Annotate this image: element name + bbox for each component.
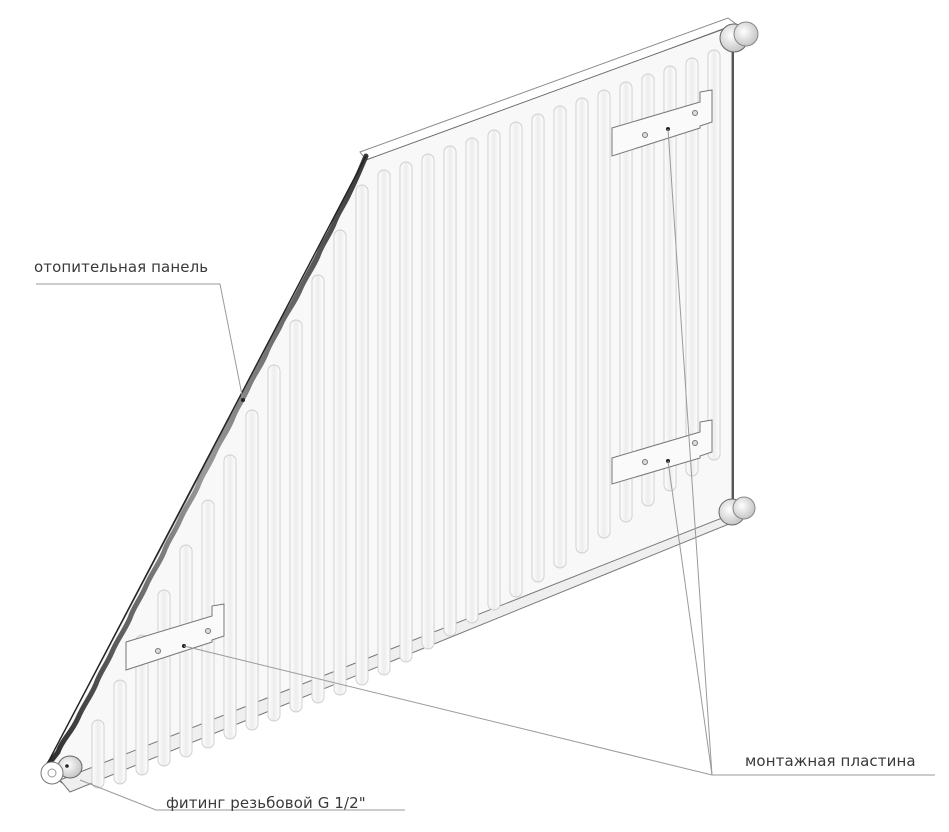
leader-mounting-plate-bottom xyxy=(183,645,713,776)
callout-heating-panel: отопительная панель xyxy=(34,258,209,276)
top-right-plug-icon xyxy=(719,21,759,53)
mounting-plate-top xyxy=(611,89,713,157)
leader-mounting-plate-top xyxy=(667,128,713,776)
leader-heating-panel xyxy=(36,283,244,401)
convection-fins xyxy=(91,49,721,789)
mounting-plate-middle xyxy=(611,419,713,485)
callout-mounting-plate: монтажная пластина xyxy=(745,752,916,770)
bottom-right-plug-icon xyxy=(718,496,756,526)
radiator-section-edge xyxy=(41,153,369,773)
leader-threaded-fitting xyxy=(79,779,405,811)
radiator-body xyxy=(41,17,738,793)
threaded-fitting-icon xyxy=(40,755,83,785)
leader-mounting-plate-middle xyxy=(667,460,713,776)
callout-threaded-fitting: фитинг резьбовой G 1/2" xyxy=(166,794,366,812)
leader-lines xyxy=(36,128,935,811)
